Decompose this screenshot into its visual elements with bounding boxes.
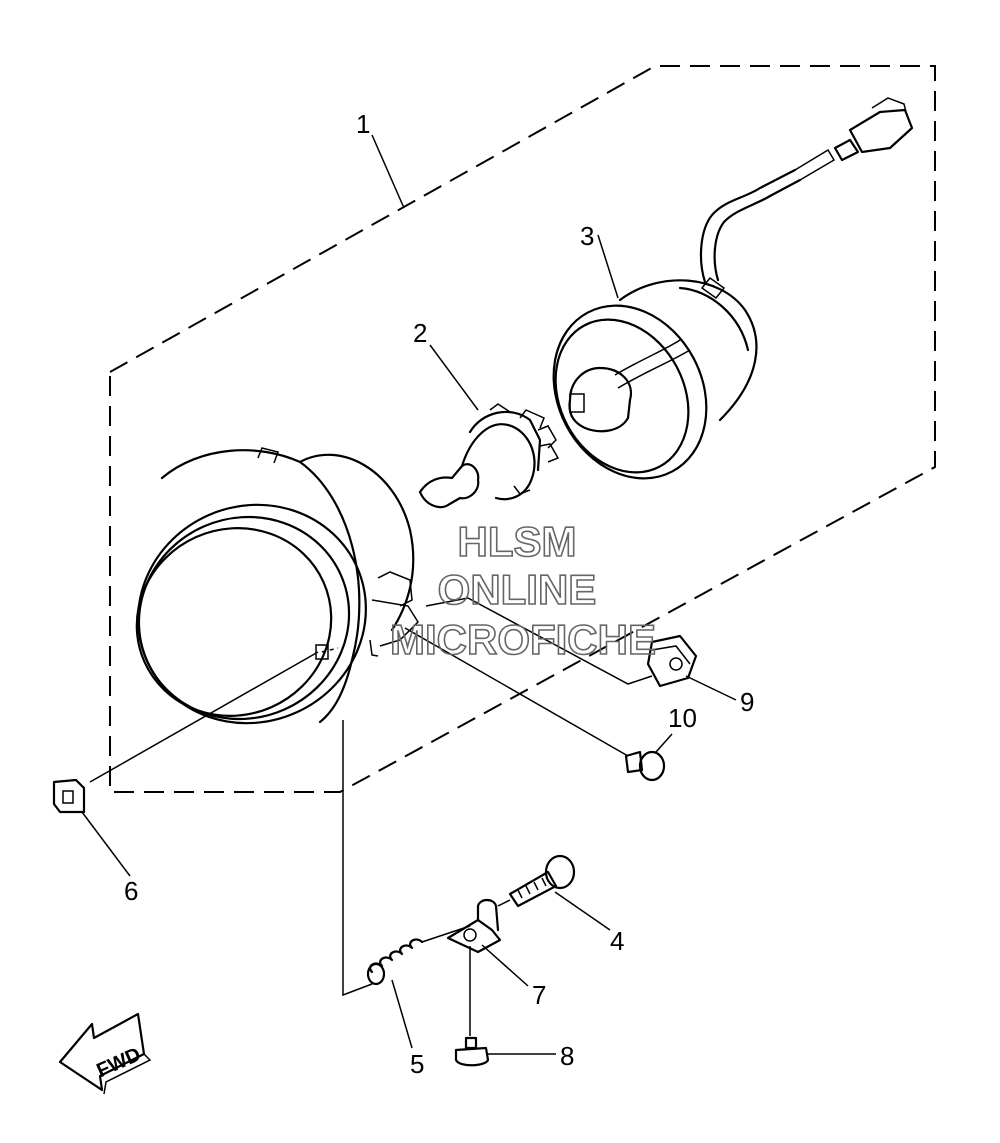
callout-1: 1 (356, 109, 370, 139)
callout-6: 6 (124, 876, 138, 906)
square-nut[interactable] (52, 778, 86, 814)
callout-5: 5 (410, 1049, 424, 1079)
socket-and-harness[interactable] (524, 97, 914, 505)
callout-9: 9 (740, 687, 754, 717)
clip-nut[interactable] (646, 634, 698, 688)
adjusting-screw[interactable] (508, 854, 576, 908)
callout-10: 10 (668, 703, 697, 733)
bolt[interactable] (454, 1036, 490, 1067)
assembly-guide-lines (89, 597, 653, 1036)
watermark-line-3: MICROFICHE (390, 616, 656, 663)
watermark-line-1: HLSM (458, 518, 577, 565)
callout-4: 4 (610, 926, 624, 956)
callout-8: 8 (560, 1041, 574, 1071)
fwd-arrow-icon: FWD (58, 1012, 152, 1095)
adjuster-bracket[interactable] (446, 898, 502, 954)
assembly-boundary (109, 65, 936, 793)
watermark: HLSM ONLINE MICROFICHE (389, 517, 657, 664)
screw[interactable] (624, 750, 666, 782)
headlight-bulb[interactable] (418, 403, 560, 509)
spring[interactable] (366, 938, 424, 986)
headlight-unit[interactable] (103, 447, 419, 759)
callout-2: 2 (413, 318, 427, 348)
watermark-line-2: ONLINE (438, 566, 597, 613)
callout-7: 7 (532, 980, 546, 1010)
callout-leaders (81, 134, 737, 1055)
callout-3: 3 (580, 221, 594, 251)
